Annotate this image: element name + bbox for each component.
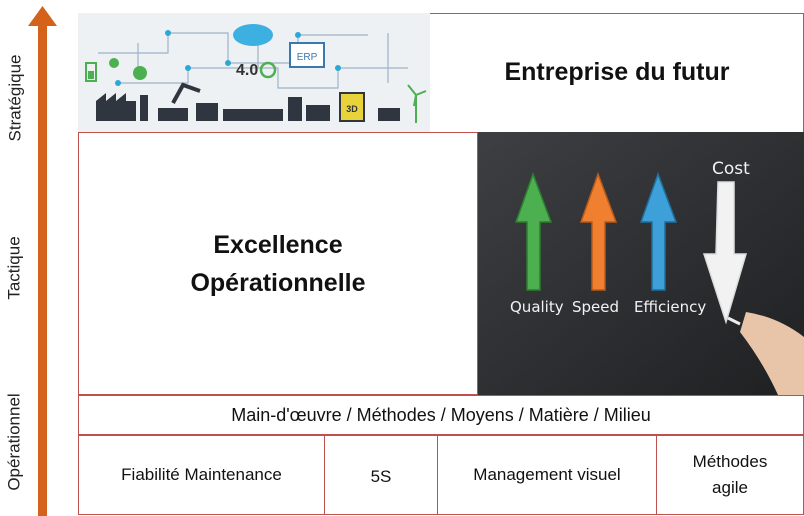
quality-label: Quality	[510, 298, 564, 316]
efficiency-label: Efficiency	[634, 298, 706, 316]
practice-fiabilite: Fiabilité Maintenance	[78, 435, 325, 515]
excellence-box: Excellence Opérationnelle	[78, 132, 478, 395]
level-operationnel: Opérationnel	[5, 393, 24, 491]
chalkboard-image: Quality Speed Efficiency Cost	[478, 132, 804, 395]
excellence-line1: Excellence	[213, 230, 343, 259]
speed-label: Speed	[572, 298, 619, 316]
industry-illustration: ERP 4.0 3D	[78, 13, 430, 132]
industry-label: 4.0	[236, 62, 258, 79]
practice-methodes-agile: Méthodes agile	[656, 435, 804, 515]
excellence-line2: Opérationnelle	[190, 268, 366, 297]
five-m-row: Main-d'œuvre / Méthodes / Moyens / Matiè…	[78, 395, 804, 435]
top-title: Entreprise du futur	[504, 58, 730, 86]
level-tactique: Tactique	[5, 236, 25, 300]
practice-management-visuel: Management visuel	[437, 435, 657, 515]
level-strategique: Stratégique	[5, 54, 25, 142]
erp-label: ERP	[297, 52, 318, 63]
level-arrow	[28, 6, 57, 516]
practice-5s: 5S	[324, 435, 438, 515]
cost-label: Cost	[712, 159, 750, 179]
print3d-label: 3D	[346, 104, 358, 114]
